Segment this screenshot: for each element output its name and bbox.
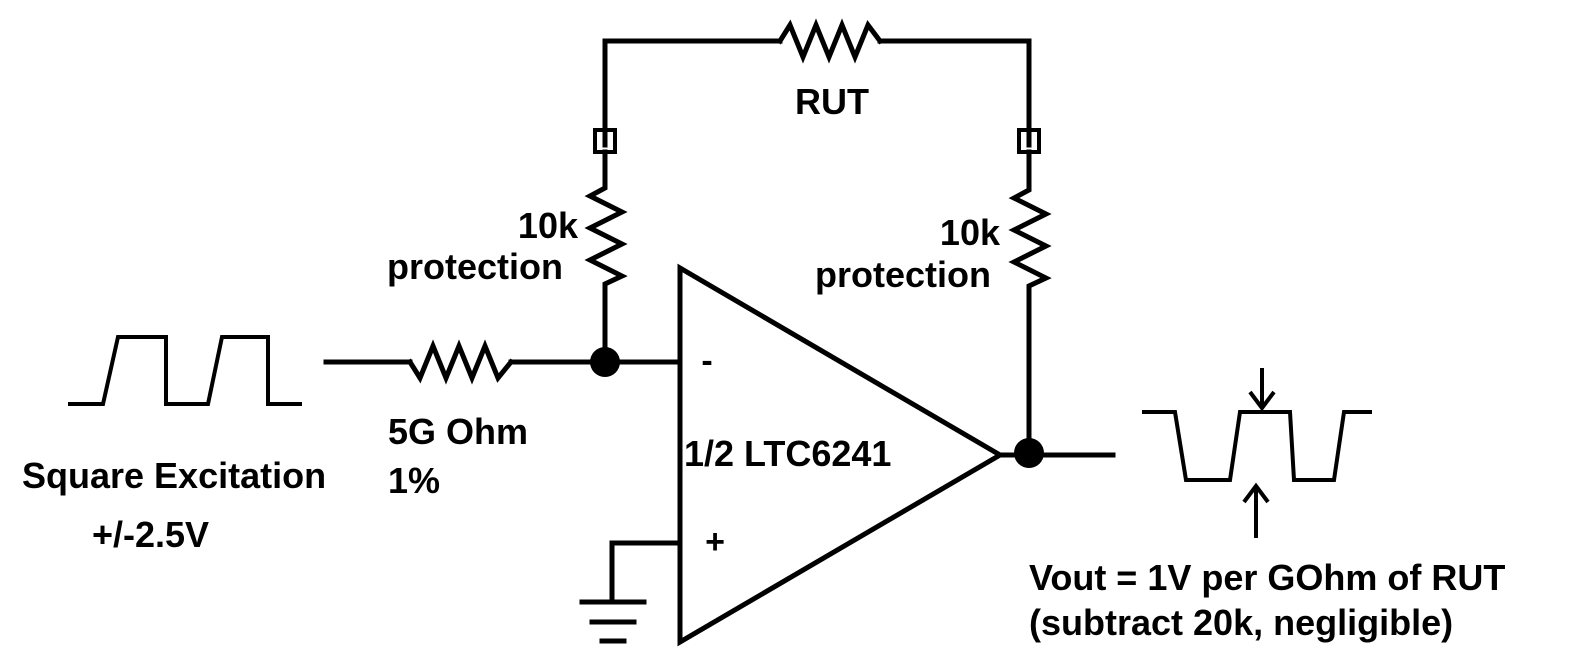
excitation-amplitude: +/-2.5V: [92, 514, 209, 555]
feedback-wire-left: [602, 38, 783, 148]
vout-formula: Vout = 1V per GOhm of RUT: [1029, 557, 1505, 598]
protection-resistor-left: [584, 149, 628, 365]
opamp-symbol: [677, 263, 1005, 647]
output-node-junction: [1014, 438, 1044, 468]
ground-wire: [609, 540, 683, 605]
excitation-title: Square Excitation: [22, 455, 326, 496]
protection-resistor-right: [1008, 149, 1052, 456]
rut-label: RUT: [795, 81, 869, 122]
opamp-inverting-sign: -: [701, 342, 712, 380]
opamp-part-label: 1/2 LTC6241: [684, 433, 891, 474]
rut-resistor: [776, 18, 884, 64]
input-resistor-tolerance: 1%: [388, 460, 440, 501]
amplitude-arrow-down-head: [1248, 390, 1276, 412]
opamp-noninverting-sign: +: [705, 523, 725, 561]
input-resistor-value: 5G Ohm: [388, 411, 528, 452]
vout-note: (subtract 20k, negligible): [1029, 602, 1453, 643]
protection-right-label: protection: [815, 254, 991, 295]
protection-left-label: protection: [387, 246, 563, 287]
output-waveform: [1142, 410, 1372, 482]
protection-right-value: 10k: [940, 212, 1001, 253]
protection-left-value: 10k: [518, 205, 579, 246]
excitation-waveform: [68, 335, 302, 406]
inverting-node-junction: [590, 347, 620, 377]
feedback-wire-right: [877, 38, 1032, 148]
amplitude-arrow-up-head: [1242, 482, 1270, 504]
input-resistor: [406, 339, 515, 385]
